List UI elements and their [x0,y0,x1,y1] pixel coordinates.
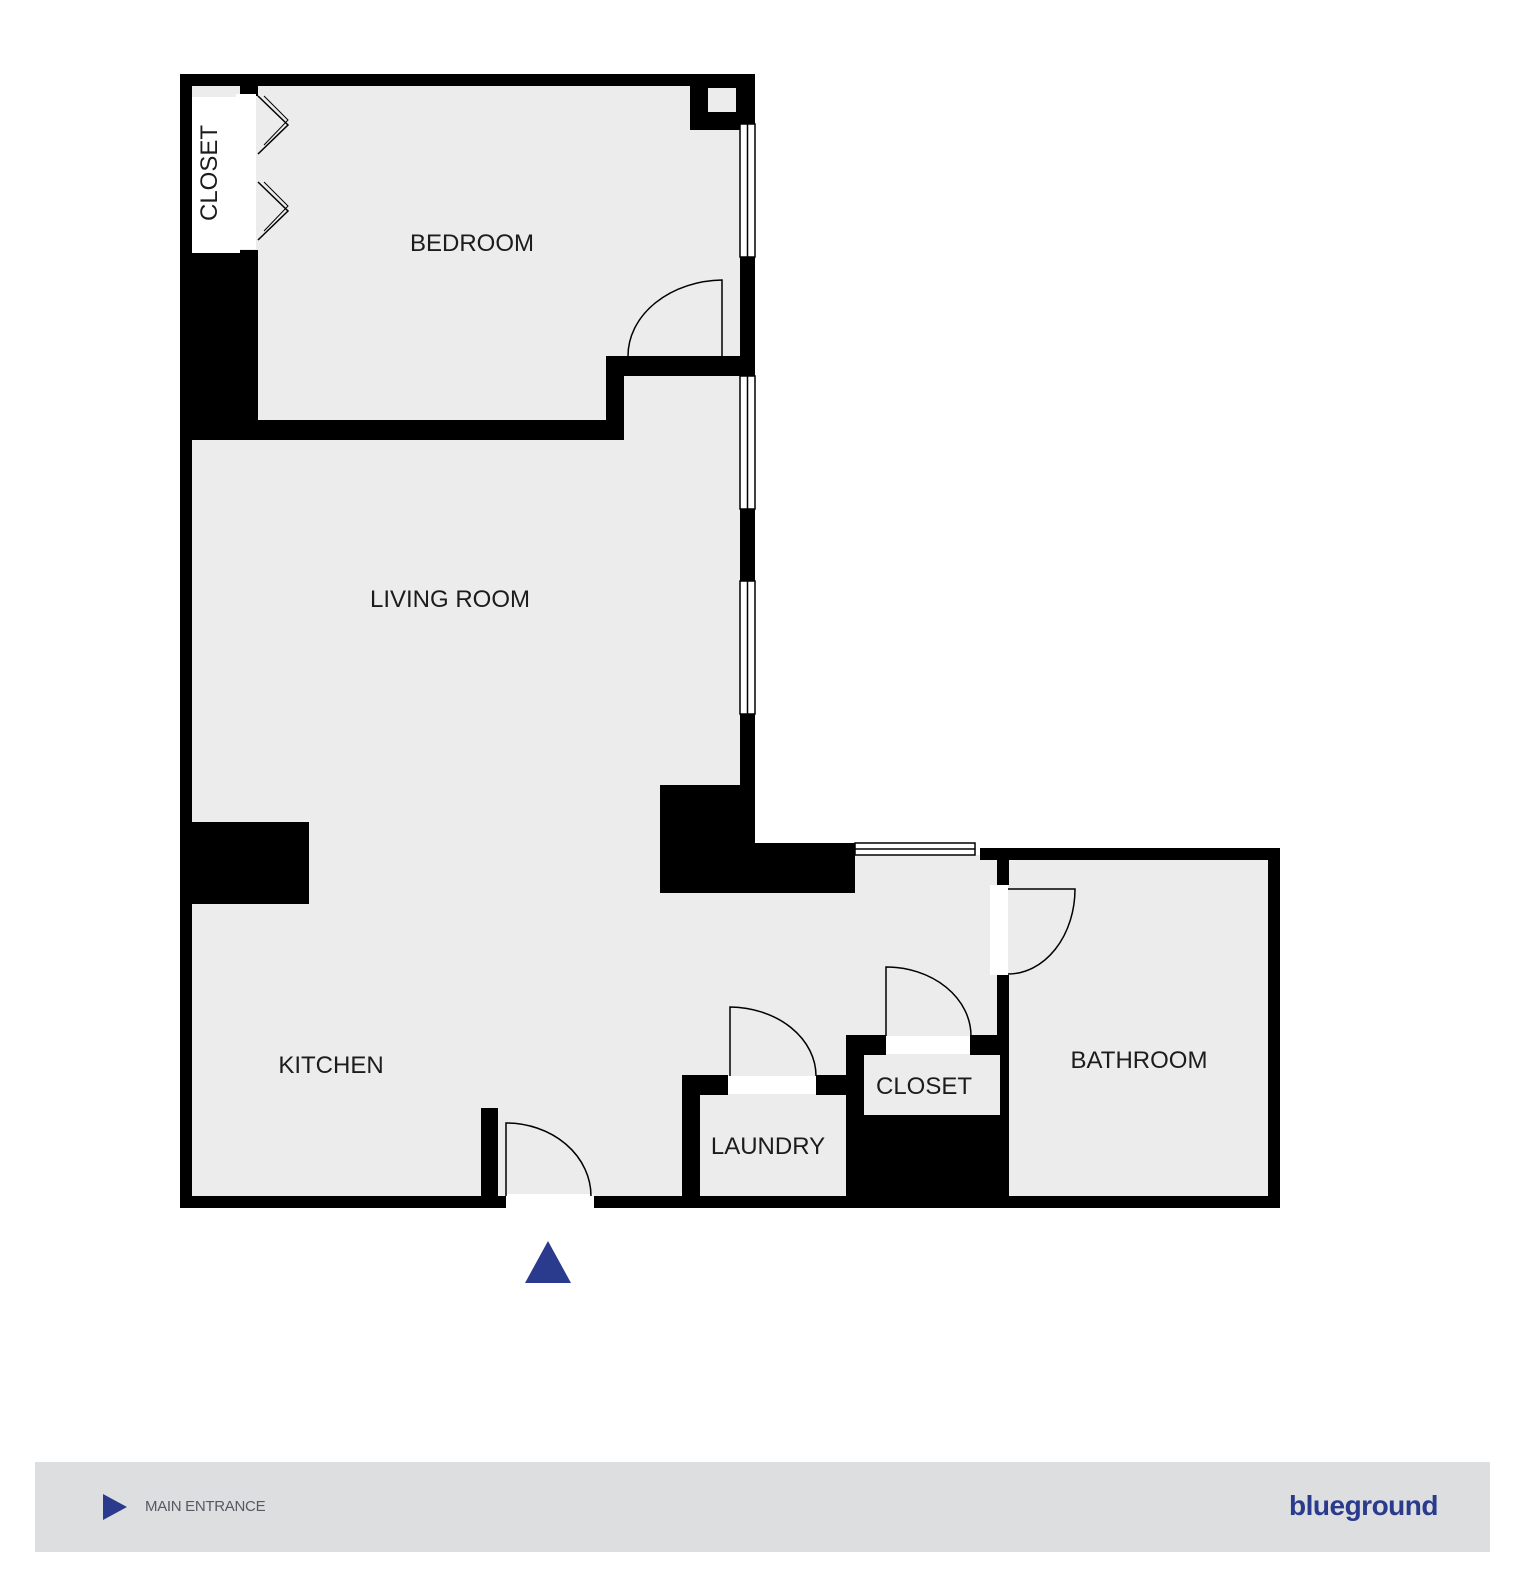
entrance-marker [518,1234,578,1294]
door-gaps [192,94,1008,1212]
hall-closet-label: CLOSET [876,1073,972,1100]
windows [739,123,976,856]
triangle-play-icon [103,1494,127,1520]
legend-bar: MAIN ENTRANCE blueground [35,1462,1490,1552]
living-room-label: LIVING ROOM [370,586,530,613]
door-swings [257,95,1076,1197]
bathroom-label: BATHROOM [1071,1047,1208,1074]
kitchen-label: KITCHEN [278,1052,383,1079]
main-entrance-legend-label: MAIN ENTRANCE [145,1498,266,1515]
bedroom-label: BEDROOM [410,230,534,257]
laundry-label: LAUNDRY [711,1133,825,1160]
brand-logo: blueground [1289,1490,1438,1521]
bedroom-closet-label: CLOSET [196,125,223,221]
room-labels: BEDROOM CLOSET LIVING ROOM KITCHEN LAUND… [196,125,1207,1160]
inner-floors [700,860,1268,1196]
entrance-arrow-icon [525,1241,571,1283]
